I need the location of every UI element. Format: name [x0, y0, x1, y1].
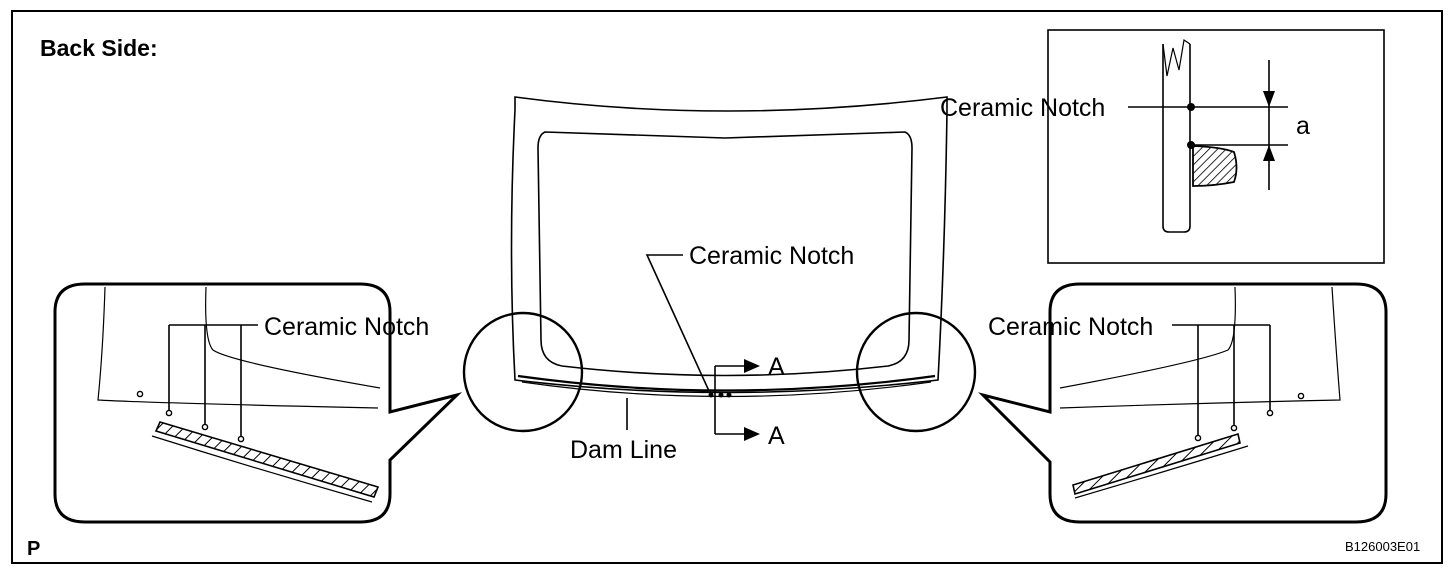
glass-section [1162, 38, 1238, 233]
corner-mark: P [27, 538, 40, 560]
section-cut-line [714, 359, 760, 441]
center-notch-dot-3 [726, 392, 732, 398]
figure-code: B126003E01 [1345, 539, 1420, 554]
left-magnifier-circle [462, 311, 584, 433]
dam-line-label: Dam Line [570, 436, 677, 464]
right-notch-label: Ceramic Notch [988, 313, 1153, 341]
left-detail-callout [53, 282, 463, 524]
center-notch-dot-1 [708, 392, 714, 398]
detail-notch-dot-lower [1187, 141, 1195, 149]
left-detail-content [97, 286, 381, 503]
center-notch-label: Ceramic Notch [689, 242, 854, 270]
section-label-bottom: A [768, 422, 785, 450]
detail-notch-label: Ceramic Notch [940, 94, 1105, 122]
center-notch-dot-2 [718, 392, 724, 398]
windshield [510, 96, 948, 398]
section-detail-box [1047, 29, 1385, 264]
right-detail-callout [978, 282, 1388, 524]
right-detail-content [1059, 286, 1341, 499]
dimension-a-arrows [1263, 60, 1275, 190]
figure-border [11, 10, 1443, 564]
section-label-top: A [768, 353, 785, 381]
dimension-a-label: a [1296, 112, 1310, 140]
left-notch-label: Ceramic Notch [264, 313, 429, 341]
detail-notch-dot-upper [1187, 103, 1195, 111]
center-notch-leader [645, 254, 710, 392]
figure-title: Back Side: [40, 35, 158, 61]
right-magnifier-circle [855, 311, 977, 433]
